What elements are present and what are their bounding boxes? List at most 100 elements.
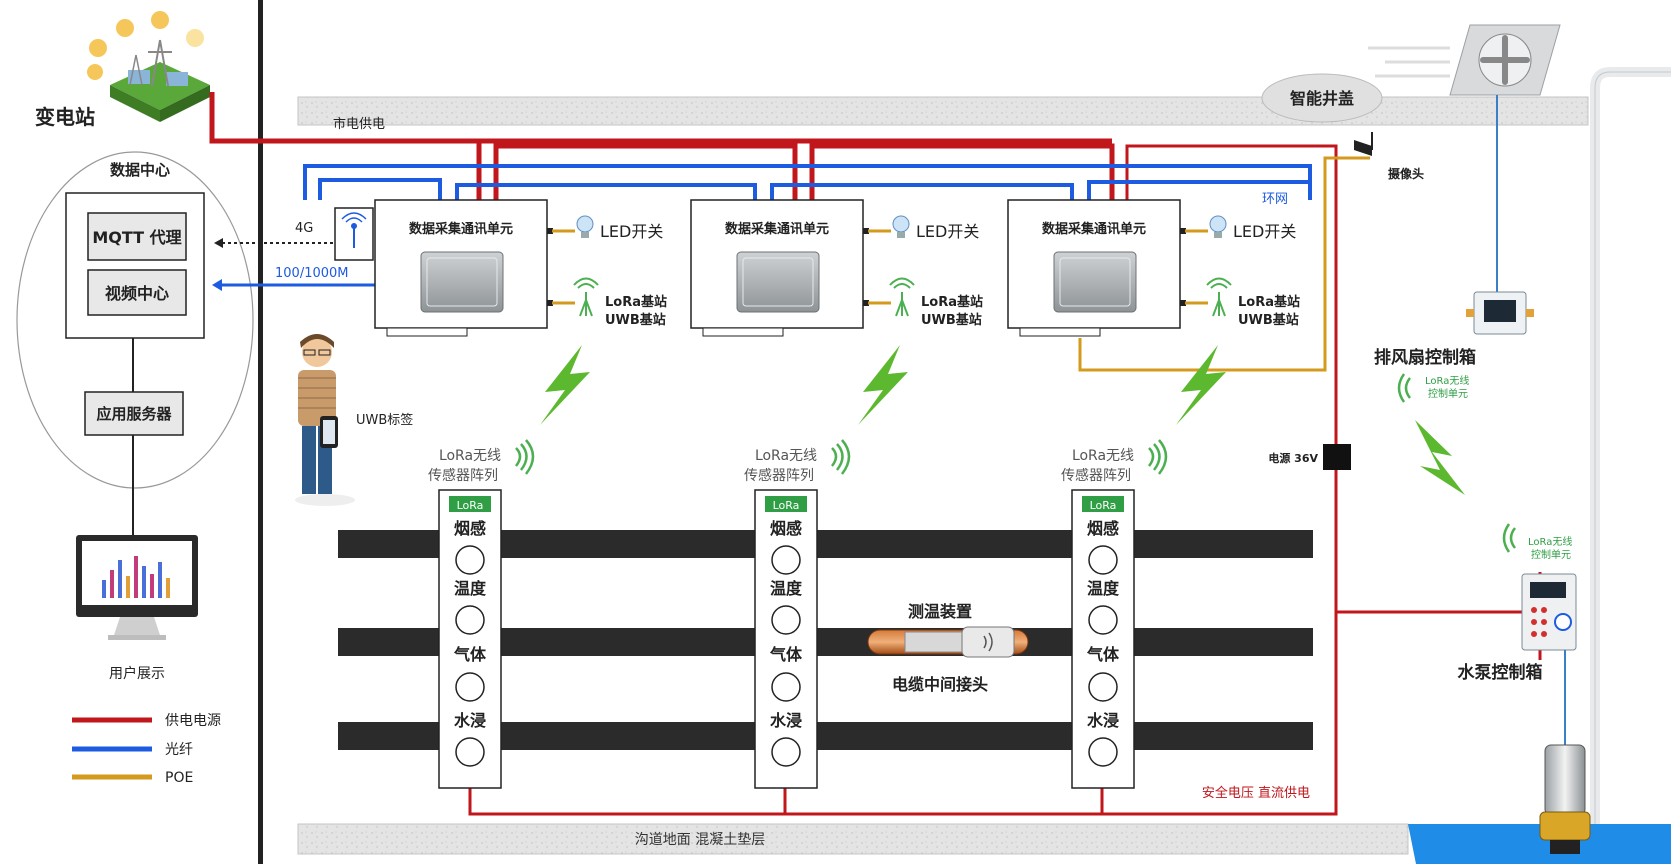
4g-label: 4G xyxy=(295,221,313,236)
sensor-smoke-label: 烟感 xyxy=(454,519,486,538)
lora-base-label: LoRa基站 xyxy=(1238,294,1300,310)
fiber-ring xyxy=(303,164,1312,200)
wifi-signal-icon xyxy=(1397,373,1412,403)
sensor-array-title: 传感器阵列 xyxy=(1061,467,1131,484)
pump-box-title: 水泵控制箱 xyxy=(1458,662,1543,683)
ethernet-label: 100/1000M xyxy=(275,266,349,281)
cable-joint-label: 电缆中间接头 xyxy=(892,675,988,694)
sensor-array-title: 传感器阵列 xyxy=(744,467,814,484)
monitor-icon xyxy=(76,535,198,640)
sensor-temp-label: 温度 xyxy=(1086,579,1120,598)
legend-label-fiber: 光纤 xyxy=(165,742,193,758)
wifi-signal-icon xyxy=(514,439,535,475)
sensor-gas-label: 气体 xyxy=(769,645,803,664)
lora-badge-label: LoRa xyxy=(457,499,484,512)
power-36v-label: 电源 36V xyxy=(1268,451,1318,465)
uwb-base-label: UWB基站 xyxy=(1238,312,1299,328)
data-center-title: 数据中心 xyxy=(110,161,170,179)
substation-label: 变电站 xyxy=(35,105,95,129)
acquisition-unit: 数据采集通讯单元 xyxy=(690,199,869,337)
sensor-water-label: 水浸 xyxy=(1087,711,1119,730)
unit-title: 数据采集通讯单元 xyxy=(725,221,829,237)
antenna-icon xyxy=(573,277,599,317)
sensor-water-label: 水浸 xyxy=(454,711,486,730)
mqtt-label: MQTT 代理 xyxy=(92,228,181,247)
fan-box-lora-label: LoRa无线 xyxy=(1425,374,1469,387)
sensor-icon xyxy=(1088,545,1118,575)
antenna-icon xyxy=(1206,277,1232,317)
enclosure-icon xyxy=(420,251,504,313)
sensor-icon xyxy=(1088,672,1118,702)
led-switch-label: LED开关 xyxy=(600,222,663,241)
unit-peripherals xyxy=(552,229,1208,305)
sensor-icon xyxy=(455,545,485,575)
mains-power-label: 市电供电 xyxy=(333,116,385,132)
sensor-icon xyxy=(1088,737,1118,767)
bulb-icon xyxy=(576,215,594,238)
floor-slab xyxy=(297,823,1409,855)
sensor-array: LoRa无线 传感器阵列 LoRa 烟感 温度 气体 水浸 xyxy=(744,439,851,789)
acquisition-unit: 数据采集通讯单元 xyxy=(1007,199,1186,337)
unit-title: 数据采集通讯单元 xyxy=(409,221,513,237)
sensor-icon xyxy=(771,605,801,635)
video-center-box xyxy=(87,269,187,316)
sensor-icon xyxy=(771,737,801,767)
lora-badge xyxy=(449,496,491,512)
sensor-array-title: LoRa无线 xyxy=(1072,448,1134,464)
sensor-array: LoRa无线 传感器阵列 LoRa 烟感 温度 气体 水浸 xyxy=(1061,439,1168,789)
sensor-array-title: 传感器阵列 xyxy=(428,467,498,484)
acquisition-unit: 数据采集通讯单元 xyxy=(374,199,553,337)
pump-box-lora-label: LoRa无线 xyxy=(1528,535,1572,548)
separator-bar xyxy=(258,0,263,864)
wifi-signal-icon xyxy=(1502,523,1517,553)
wifi-signal-icon xyxy=(830,439,851,475)
sensor-icon xyxy=(455,605,485,635)
sensor-icon xyxy=(771,672,801,702)
smart-manhole-icon xyxy=(1261,73,1383,123)
lora-base-label: LoRa基站 xyxy=(921,294,983,310)
lora-base-label: LoRa基站 xyxy=(605,294,667,310)
enclosure-icon xyxy=(736,251,820,313)
sensor-temp-label: 温度 xyxy=(453,579,487,598)
poe-line xyxy=(1078,156,1370,372)
enclosure-icon xyxy=(1053,251,1137,313)
sensor-smoke-label: 烟感 xyxy=(770,519,802,538)
dc-power-line xyxy=(468,144,1338,816)
lora-badge xyxy=(1082,496,1124,512)
camera-label: 摄像头 xyxy=(1388,166,1424,181)
sensor-temp-label: 温度 xyxy=(769,579,803,598)
sensor-smoke-label: 烟感 xyxy=(1087,519,1119,538)
temp-device-label: 测温装置 xyxy=(908,602,972,621)
user-display-label: 用户展示 xyxy=(109,665,165,682)
data-center-boundary xyxy=(16,151,254,489)
fan-control-box-icon xyxy=(1466,291,1534,335)
sensor-array: LoRa无线 传感器阵列 LoRa 烟感 温度 气体 水浸 xyxy=(428,439,535,789)
fan-box-control-label: 控制单元 xyxy=(1428,387,1468,400)
sensor-water-label: 水浸 xyxy=(770,711,802,730)
unit-title: 数据采集通讯单元 xyxy=(1042,221,1146,237)
legend-label-power: 供电电源 xyxy=(165,713,221,729)
substation-icon xyxy=(87,11,210,122)
water-pool xyxy=(1408,824,1671,864)
uwb-base-label: UWB基站 xyxy=(605,312,666,328)
camera-icon xyxy=(1354,132,1373,156)
app-server-box xyxy=(84,391,184,436)
sensor-icon xyxy=(1088,605,1118,635)
pump-control-box-icon xyxy=(1521,573,1577,651)
sensor-icon xyxy=(455,672,485,702)
drain-pipe xyxy=(1590,67,1671,864)
app-server-label: 应用服务器 xyxy=(96,405,172,423)
person-icon xyxy=(295,334,355,506)
lora-badge-label: LoRa xyxy=(1090,499,1117,512)
uwb-base-label: UWB基站 xyxy=(921,312,982,328)
sensor-icon xyxy=(455,737,485,767)
lora-badge-label: LoRa xyxy=(773,499,800,512)
sensor-gas-label: 气体 xyxy=(453,645,487,664)
ring-network-label: 环网 xyxy=(1262,192,1288,207)
wifi-signal-icon xyxy=(1147,439,1168,475)
4g-router-icon xyxy=(334,207,374,261)
led-switch-label: LED开关 xyxy=(1233,222,1296,241)
floor-label: 沟道地面 混凝土垫层 xyxy=(635,832,765,848)
bulb-icon xyxy=(1209,215,1227,238)
